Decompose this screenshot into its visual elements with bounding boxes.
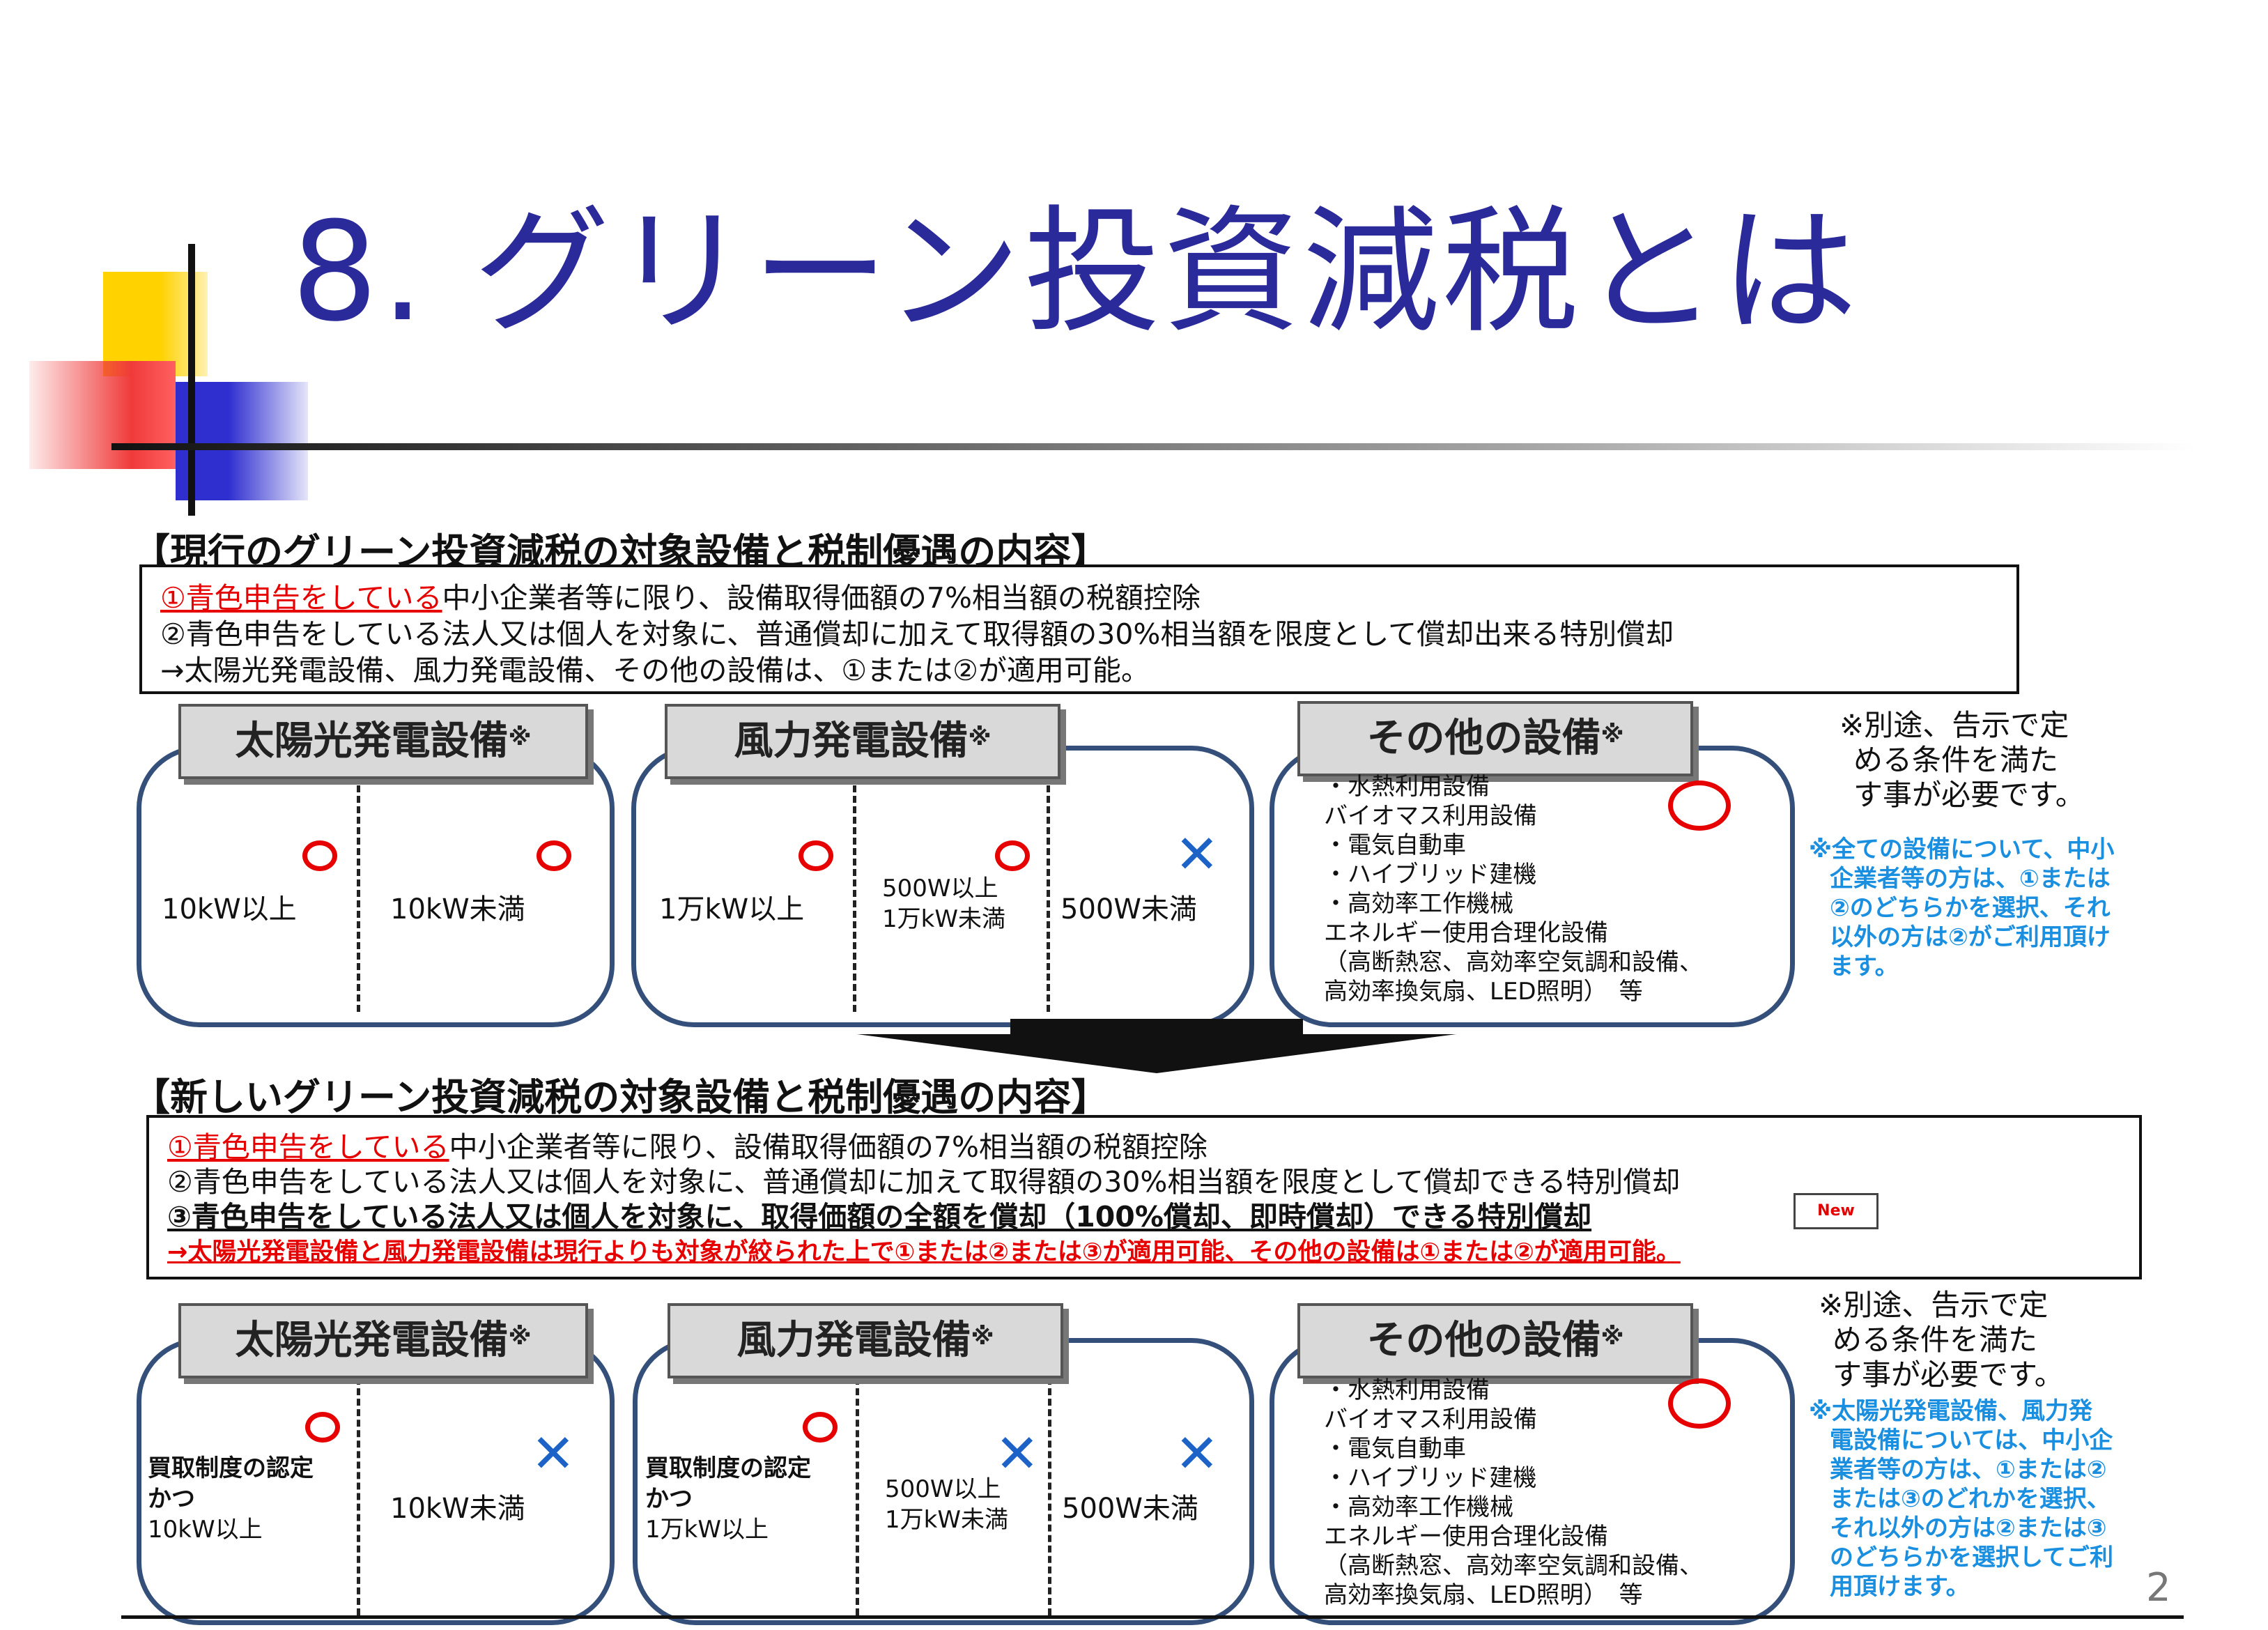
list-item: ・水熱利用設備 (1324, 1376, 1490, 1404)
bottom-rule (121, 1615, 2184, 1619)
new-wind-panel (633, 1338, 1254, 1625)
current-blue-note: ※全ての設備について、中小 企業者等の方は、①または ②のどちらかを選択、それ … (1809, 836, 2115, 981)
list-item: バイオマス利用設備 (1324, 1406, 1537, 1433)
decor-vertical-line (188, 244, 195, 516)
new-section-heading: 【新しいグリーン投資減税の対象設備と税制優遇の内容】 (132, 1075, 1109, 1119)
new-rules-box: ①青色申告をしている中小企業者等に限り、設備取得価額の7%相当額の税額控除 ②青… (146, 1115, 2142, 1279)
list-item: （高断熱窓、高効率空気調和設備、 (1324, 948, 1703, 976)
divider (357, 1367, 360, 1615)
divider (856, 1367, 859, 1615)
new-wind-red-label-1: 買取制度の認定 (645, 1454, 811, 1482)
new-solar-tag: 太陽光発電設備※ (178, 1303, 588, 1378)
current-wind-left-label: 1万kW以上 (659, 893, 805, 925)
current-wind-tag: 風力発電設備※ (665, 704, 1060, 779)
list-item: 高効率換気扇、LED照明） 等 (1324, 978, 1643, 1006)
cross-mark: ✕ (1175, 823, 1219, 885)
new-solar-left-label: 10kW以上 (148, 1516, 263, 1544)
current-wind-mid-label-2: 1万kW未満 (882, 905, 1005, 933)
list-item: ・高効率工作機械 (1324, 890, 1513, 918)
list-item: ・ハイブリッド建機 (1324, 1464, 1537, 1492)
current-solar-left-label: 10kW以上 (162, 893, 297, 925)
new-other-list: ・水熱利用設備 バイオマス利用設備 ・電気自動車 ・ハイブリッド建機 ・高効率工… (1324, 1376, 1703, 1610)
cross-mark: ✕ (531, 1422, 576, 1484)
list-item: エネルギー使用合理化設備 (1324, 1523, 1608, 1551)
list-item: ・ハイブリッド建機 (1324, 861, 1537, 889)
current-wind-mid-label-1: 500W以上 (882, 875, 998, 902)
new-solar-red-label-1: 買取制度の認定 (148, 1454, 314, 1482)
current-rule-1: ①青色申告をしている中小企業者等に限り、設備取得価額の7%相当額の税額控除 (160, 581, 1201, 615)
circle-mark (799, 840, 833, 871)
new-rule-2: ②青色申告をしている法人又は個人を対象に、普通償却に加えて取得額の30%相当額を… (167, 1165, 1681, 1199)
new-wind-red-label-2: かつ (645, 1485, 693, 1513)
list-item: ・電気自動車 (1324, 831, 1466, 859)
new-badge: New (1793, 1193, 1879, 1229)
new-wind-mid-label-1: 500W以上 (885, 1475, 1001, 1503)
decor-blue-square (176, 382, 308, 500)
down-arrow-icon (857, 1019, 1456, 1073)
new-other-tag: その他の設備※ (1297, 1303, 1693, 1378)
new-solar-red-label-2: かつ (148, 1485, 195, 1513)
list-item: ・高効率工作機械 (1324, 1493, 1513, 1521)
circle-mark (803, 1412, 838, 1443)
new-wind-tag: 風力発電設備※ (668, 1303, 1063, 1378)
new-wind-mid-label-2: 1万kW未満 (885, 1506, 1008, 1534)
list-item: バイオマス利用設備 (1324, 802, 1537, 830)
decor-red-square (29, 361, 176, 469)
current-condition-note: ※別途、告示で定 める条件を満た す事が必要です。 (1839, 708, 2085, 812)
list-item: （高断熱窓、高効率空気調和設備、 (1324, 1552, 1703, 1580)
cross-mark: ✕ (1175, 1422, 1219, 1484)
current-rules-box: ①青色申告をしている中小企業者等に限り、設備取得価額の7%相当額の税額控除 ②青… (139, 564, 2019, 694)
list-item: ・水熱利用設備 (1324, 773, 1490, 801)
current-other-list: ・水熱利用設備 バイオマス利用設備 ・電気自動車 ・ハイブリッド建機 ・高効率工… (1324, 772, 1703, 1006)
divider (853, 775, 856, 1012)
new-solar-right-label: 10kW未満 (390, 1493, 525, 1525)
page-title: 8. グリーン投資減税とは (291, 193, 1860, 352)
circle-mark (1668, 781, 1731, 831)
title-underline (111, 443, 2195, 450)
circle-mark (537, 840, 571, 871)
circle-mark (1668, 1378, 1731, 1429)
list-item: エネルギー使用合理化設備 (1324, 919, 1608, 947)
new-wind-right-label: 500W未満 (1062, 1493, 1198, 1525)
circle-mark (995, 840, 1030, 871)
divider (1048, 1367, 1051, 1615)
new-blue-note: ※太陽光発電設備、風力発 電設備については、中小企 業者等の方は、①または② ま… (1809, 1397, 2113, 1601)
current-solar-panel (137, 746, 615, 1027)
current-rule-3: →太陽光発電設備、風力発電設備、その他の設備は、①または②が適用可能。 (160, 654, 1150, 687)
circle-mark (305, 1412, 340, 1443)
current-wind-right-label: 500W未満 (1060, 893, 1197, 925)
new-wind-left-label: 1万kW以上 (645, 1516, 769, 1544)
new-rule-4: →太陽光発電設備と風力発電設備は現行よりも対象が絞られた上で①または②または③が… (167, 1238, 1681, 1266)
divider (1047, 775, 1050, 1012)
current-rule-2: ②青色申告をしている法人又は個人を対象に、普通償却に加えて取得額の30%相当額を… (160, 617, 1674, 651)
list-item: ・電気自動車 (1324, 1435, 1466, 1463)
new-condition-note: ※別途、告示で定 める条件を満た す事が必要です。 (1819, 1288, 2064, 1392)
current-solar-right-label: 10kW未満 (390, 893, 525, 925)
new-rule-1: ①青色申告をしている中小企業者等に限り、設備取得価額の7%相当額の税額控除 (167, 1130, 1208, 1164)
current-other-tag: その他の設備※ (1297, 701, 1693, 776)
page-number: 2 (2146, 1565, 2171, 1610)
divider (357, 775, 360, 1012)
cross-mark: ✕ (995, 1422, 1040, 1484)
list-item: 高効率換気扇、LED照明） 等 (1324, 1581, 1643, 1609)
current-solar-tag: 太陽光発電設備※ (178, 704, 588, 779)
new-rule-3: ③青色申告をしている法人又は個人を対象に、取得価額の全額を償却（100%償却、即… (167, 1200, 1592, 1233)
circle-mark (302, 840, 337, 871)
